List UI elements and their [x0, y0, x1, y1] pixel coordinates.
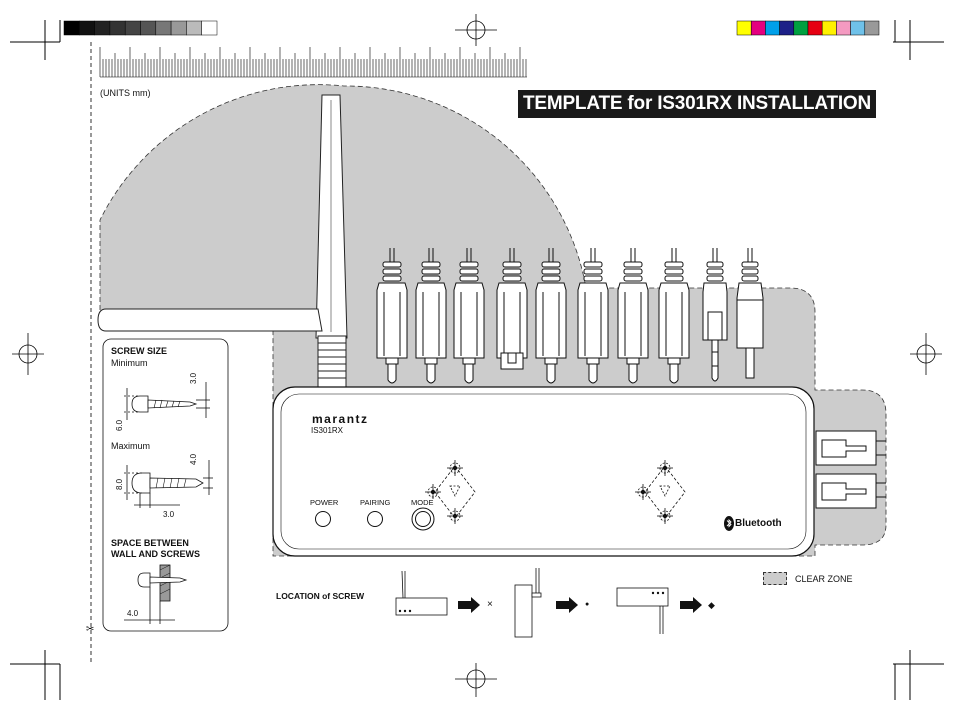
screw-hole-mark [659, 462, 671, 474]
gray-swatch [124, 20, 141, 36]
color-swatch [821, 20, 837, 36]
space-between-dimension: 4.0 [127, 609, 139, 618]
brand-logo: marantz [312, 412, 369, 426]
screw-hole-mark [449, 462, 461, 474]
mark-hanging: ◆ [708, 600, 715, 610]
rca-plug [453, 248, 485, 384]
cable-plugs [376, 248, 764, 384]
gray-registration-bar [63, 20, 218, 36]
rca-plug [496, 248, 528, 370]
screw-hole-mark [449, 510, 461, 522]
minimum-label: Minimum [111, 358, 148, 368]
gray-swatch [186, 20, 202, 36]
mode-button-label: MODE [411, 498, 434, 507]
gray-swatch [94, 20, 111, 36]
maximum-shaft-dimension: 4.0 [189, 453, 198, 465]
rca-plug [415, 248, 447, 384]
location-arrows [458, 597, 702, 613]
screw-hole-mark [659, 510, 671, 522]
rca-plug [658, 248, 690, 384]
maximum-length-dimension: 3.0 [163, 510, 175, 519]
color-swatch [793, 20, 809, 36]
gray-swatch [140, 20, 157, 36]
color-swatch [779, 20, 795, 36]
location-diagrams [395, 568, 669, 638]
screw-panel [102, 338, 229, 632]
gray-swatch [109, 20, 126, 36]
model-label: IS301RX [311, 426, 344, 435]
screw-hole-mark [427, 486, 439, 498]
registration-targets [12, 14, 942, 697]
audio-jack-plug [702, 248, 728, 382]
maximum-label: Maximum [111, 441, 151, 451]
rca-plug [617, 248, 649, 384]
receiver-body [272, 386, 815, 557]
gray-swatch [79, 20, 95, 36]
units-label: (UNITS mm) [100, 88, 151, 98]
space-between-heading: SPACE BETWEEN WALL AND SCREWS [111, 538, 200, 559]
page-title: TEMPLATE for IS301RX INSTALLATION [518, 90, 876, 118]
dc-power-plug [736, 248, 764, 379]
bluetooth-icon [724, 516, 734, 531]
bluetooth-label: Bluetooth [735, 518, 782, 529]
gray-swatch [155, 20, 172, 36]
mm-ruler [99, 47, 527, 78]
color-registration-bar [736, 20, 880, 36]
gray-swatch [63, 20, 80, 36]
power-button-label: POWER [310, 498, 339, 507]
clear-zone-label: CLEAR ZONE [795, 574, 853, 584]
side-connectors [815, 430, 886, 509]
maximum-head-dimension: 8.0 [115, 478, 124, 490]
crop-marks [10, 20, 944, 700]
color-swatch [750, 20, 766, 36]
location-of-screw-label: LOCATION of SCREW [276, 591, 365, 601]
minimum-head-dimension: 6.0 [115, 419, 124, 431]
gray-swatch [170, 20, 187, 36]
color-swatch [836, 20, 851, 36]
scissors-icon: ✂ [86, 624, 94, 635]
screw-size-heading: SCREW SIZE [111, 346, 168, 356]
rca-plug [535, 248, 567, 384]
rca-plug [376, 248, 408, 384]
color-swatch [850, 20, 866, 36]
gray-swatch [201, 20, 218, 36]
color-swatch [765, 20, 780, 36]
mark-vertical: ● [585, 601, 590, 608]
screw-location-marks [425, 460, 686, 524]
clear-zone-swatch [763, 572, 787, 585]
minimum-shaft-dimension: 3.0 [189, 372, 198, 384]
device-buttons [315, 507, 435, 531]
rca-plug [577, 248, 609, 384]
color-swatch [736, 20, 752, 36]
antenna [97, 94, 348, 392]
color-swatch [864, 20, 880, 36]
mark-horizontal: × [487, 599, 493, 610]
pairing-button-label: PAIRING [360, 498, 391, 507]
color-swatch [807, 20, 823, 36]
screw-hole-mark [637, 486, 649, 498]
